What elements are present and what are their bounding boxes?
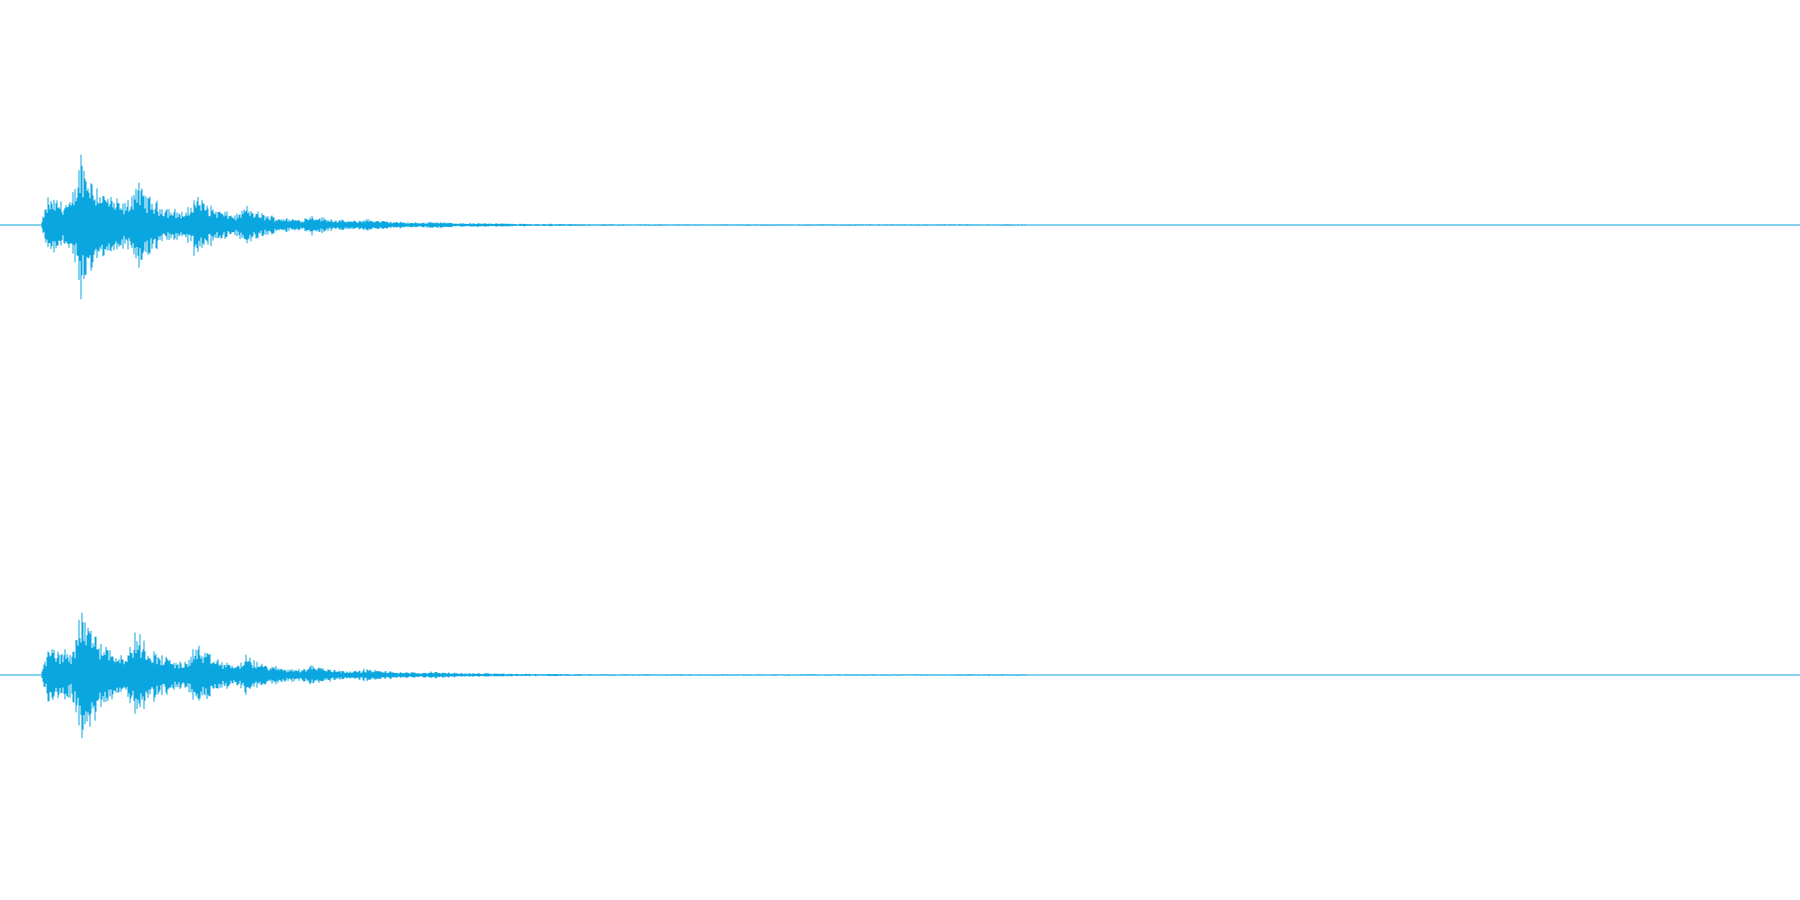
channel-1-waveform — [0, 154, 1800, 300]
channel-2-signal — [41, 612, 1027, 739]
channel-2-waveform — [0, 612, 1800, 739]
channel-1-signal — [41, 154, 1027, 300]
